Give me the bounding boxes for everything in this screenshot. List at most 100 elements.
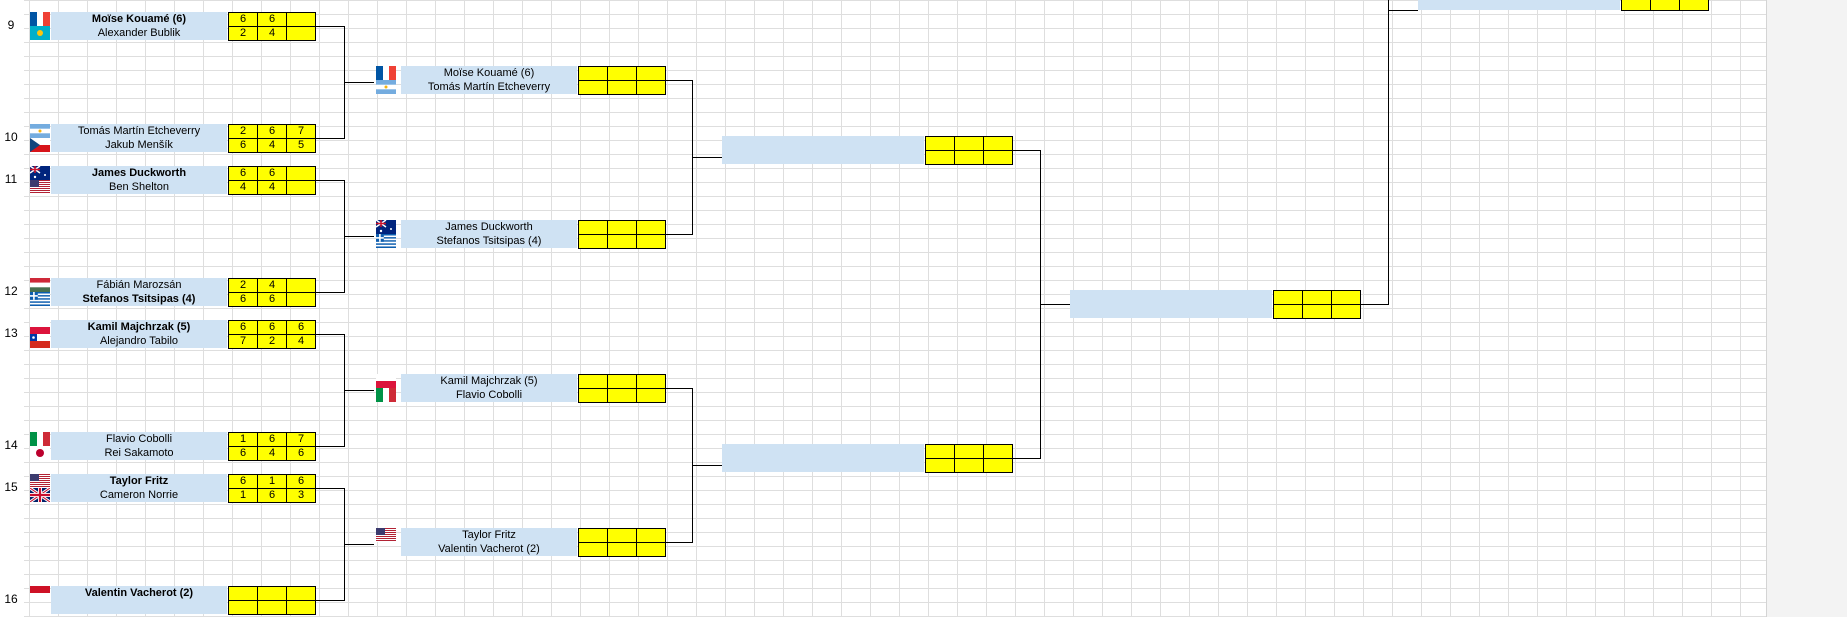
set-score-cell[interactable] — [636, 234, 666, 249]
set-score-cell[interactable]: 5 — [286, 138, 316, 153]
set-score-cell[interactable]: 4 — [257, 138, 287, 153]
set-score-cell[interactable] — [954, 458, 984, 473]
player-name[interactable]: Alexander Bublik — [51, 26, 227, 40]
set-score-cell[interactable] — [607, 66, 637, 81]
set-score-cell[interactable]: 6 — [257, 166, 287, 181]
set-score-cell[interactable]: 4 — [257, 26, 287, 41]
player-name[interactable] — [722, 150, 924, 164]
set-score-cell[interactable] — [286, 26, 316, 41]
set-score-cell[interactable] — [286, 166, 316, 181]
set-score-cell[interactable]: 6 — [257, 12, 287, 27]
set-score-cell[interactable] — [636, 80, 666, 95]
set-score-cell[interactable] — [925, 444, 955, 459]
set-score-cell[interactable]: 6 — [228, 320, 258, 335]
set-score-cell[interactable] — [636, 220, 666, 235]
set-score-cell[interactable]: 6 — [286, 320, 316, 335]
player-name[interactable]: Ben Shelton — [51, 180, 227, 194]
set-score-cell[interactable] — [1331, 304, 1361, 319]
set-score-cell[interactable]: 6 — [228, 446, 258, 461]
set-score-cell[interactable] — [607, 374, 637, 389]
player-name[interactable] — [1418, 0, 1620, 10]
set-score-cell[interactable]: 4 — [228, 180, 258, 195]
set-score-cell[interactable]: 6 — [228, 138, 258, 153]
player-name[interactable]: Valentin Vacherot (2) — [401, 542, 577, 556]
player-name[interactable]: Moïse Kouamé (6) — [51, 12, 227, 26]
set-score-cell[interactable]: 2 — [228, 124, 258, 139]
set-score-cell[interactable] — [1621, 0, 1651, 11]
set-score-cell[interactable]: 6 — [257, 488, 287, 503]
set-score-cell[interactable] — [607, 542, 637, 557]
player-name[interactable] — [1070, 290, 1272, 304]
player-name[interactable]: Valentin Vacherot (2) — [51, 586, 227, 600]
set-score-cell[interactable] — [607, 528, 637, 543]
set-score-cell[interactable] — [1679, 0, 1709, 11]
set-score-cell[interactable] — [983, 136, 1013, 151]
player-name[interactable]: Moïse Kouamé (6) — [401, 66, 577, 80]
set-score-cell[interactable]: 4 — [257, 180, 287, 195]
set-score-cell[interactable]: 6 — [286, 474, 316, 489]
set-score-cell[interactable] — [578, 80, 608, 95]
set-score-cell[interactable] — [607, 234, 637, 249]
player-name[interactable]: James Duckworth — [51, 166, 227, 180]
set-score-cell[interactable] — [636, 528, 666, 543]
set-score-cell[interactable]: 6 — [286, 446, 316, 461]
set-score-cell[interactable]: 2 — [228, 278, 258, 293]
set-score-cell[interactable] — [983, 444, 1013, 459]
set-score-cell[interactable] — [578, 374, 608, 389]
set-score-cell[interactable] — [257, 586, 287, 601]
player-name[interactable] — [722, 136, 924, 150]
set-score-cell[interactable]: 3 — [286, 488, 316, 503]
player-name[interactable]: Stefanos Tsitsipas (4) — [51, 292, 227, 306]
set-score-cell[interactable]: 4 — [257, 446, 287, 461]
set-score-cell[interactable]: 1 — [228, 432, 258, 447]
set-score-cell[interactable] — [228, 600, 258, 615]
set-score-cell[interactable]: 2 — [257, 334, 287, 349]
set-score-cell[interactable] — [636, 66, 666, 81]
set-score-cell[interactable]: 6 — [228, 292, 258, 307]
set-score-cell[interactable] — [228, 586, 258, 601]
player-name[interactable]: Cameron Norrie — [51, 488, 227, 502]
set-score-cell[interactable]: 1 — [257, 474, 287, 489]
player-name[interactable]: Fábián Marozsán — [51, 278, 227, 292]
set-score-cell[interactable] — [286, 600, 316, 615]
set-score-cell[interactable] — [925, 136, 955, 151]
set-score-cell[interactable] — [954, 136, 984, 151]
set-score-cell[interactable] — [257, 600, 287, 615]
set-score-cell[interactable]: 6 — [228, 166, 258, 181]
set-score-cell[interactable] — [1273, 304, 1303, 319]
player-name[interactable]: Taylor Fritz — [401, 528, 577, 542]
set-score-cell[interactable] — [983, 150, 1013, 165]
set-score-cell[interactable]: 2 — [228, 26, 258, 41]
set-score-cell[interactable]: 7 — [286, 124, 316, 139]
set-score-cell[interactable] — [286, 278, 316, 293]
set-score-cell[interactable] — [578, 66, 608, 81]
set-score-cell[interactable] — [286, 292, 316, 307]
player-name[interactable]: Tomás Martín Etcheverry — [401, 80, 577, 94]
set-score-cell[interactable] — [954, 150, 984, 165]
set-score-cell[interactable] — [286, 586, 316, 601]
set-score-cell[interactable] — [925, 150, 955, 165]
player-name[interactable]: Alejandro Tabilo — [51, 334, 227, 348]
set-score-cell[interactable] — [636, 542, 666, 557]
player-name[interactable]: James Duckworth — [401, 220, 577, 234]
player-name[interactable] — [51, 600, 227, 614]
set-score-cell[interactable] — [607, 220, 637, 235]
set-score-cell[interactable] — [578, 388, 608, 403]
player-name[interactable]: Flavio Cobolli — [51, 432, 227, 446]
set-score-cell[interactable] — [607, 80, 637, 95]
set-score-cell[interactable] — [578, 220, 608, 235]
set-score-cell[interactable]: 6 — [257, 432, 287, 447]
set-score-cell[interactable]: 4 — [286, 334, 316, 349]
set-score-cell[interactable] — [636, 374, 666, 389]
player-name[interactable]: Kamil Majchrzak (5) — [401, 374, 577, 388]
set-score-cell[interactable]: 4 — [257, 278, 287, 293]
set-score-cell[interactable] — [1302, 290, 1332, 305]
set-score-cell[interactable] — [578, 528, 608, 543]
set-score-cell[interactable]: 7 — [286, 432, 316, 447]
set-score-cell[interactable]: 6 — [257, 124, 287, 139]
set-score-cell[interactable] — [607, 388, 637, 403]
player-name[interactable]: Tomás Martín Etcheverry — [51, 124, 227, 138]
set-score-cell[interactable] — [578, 542, 608, 557]
set-score-cell[interactable] — [1650, 0, 1680, 11]
set-score-cell[interactable] — [983, 458, 1013, 473]
